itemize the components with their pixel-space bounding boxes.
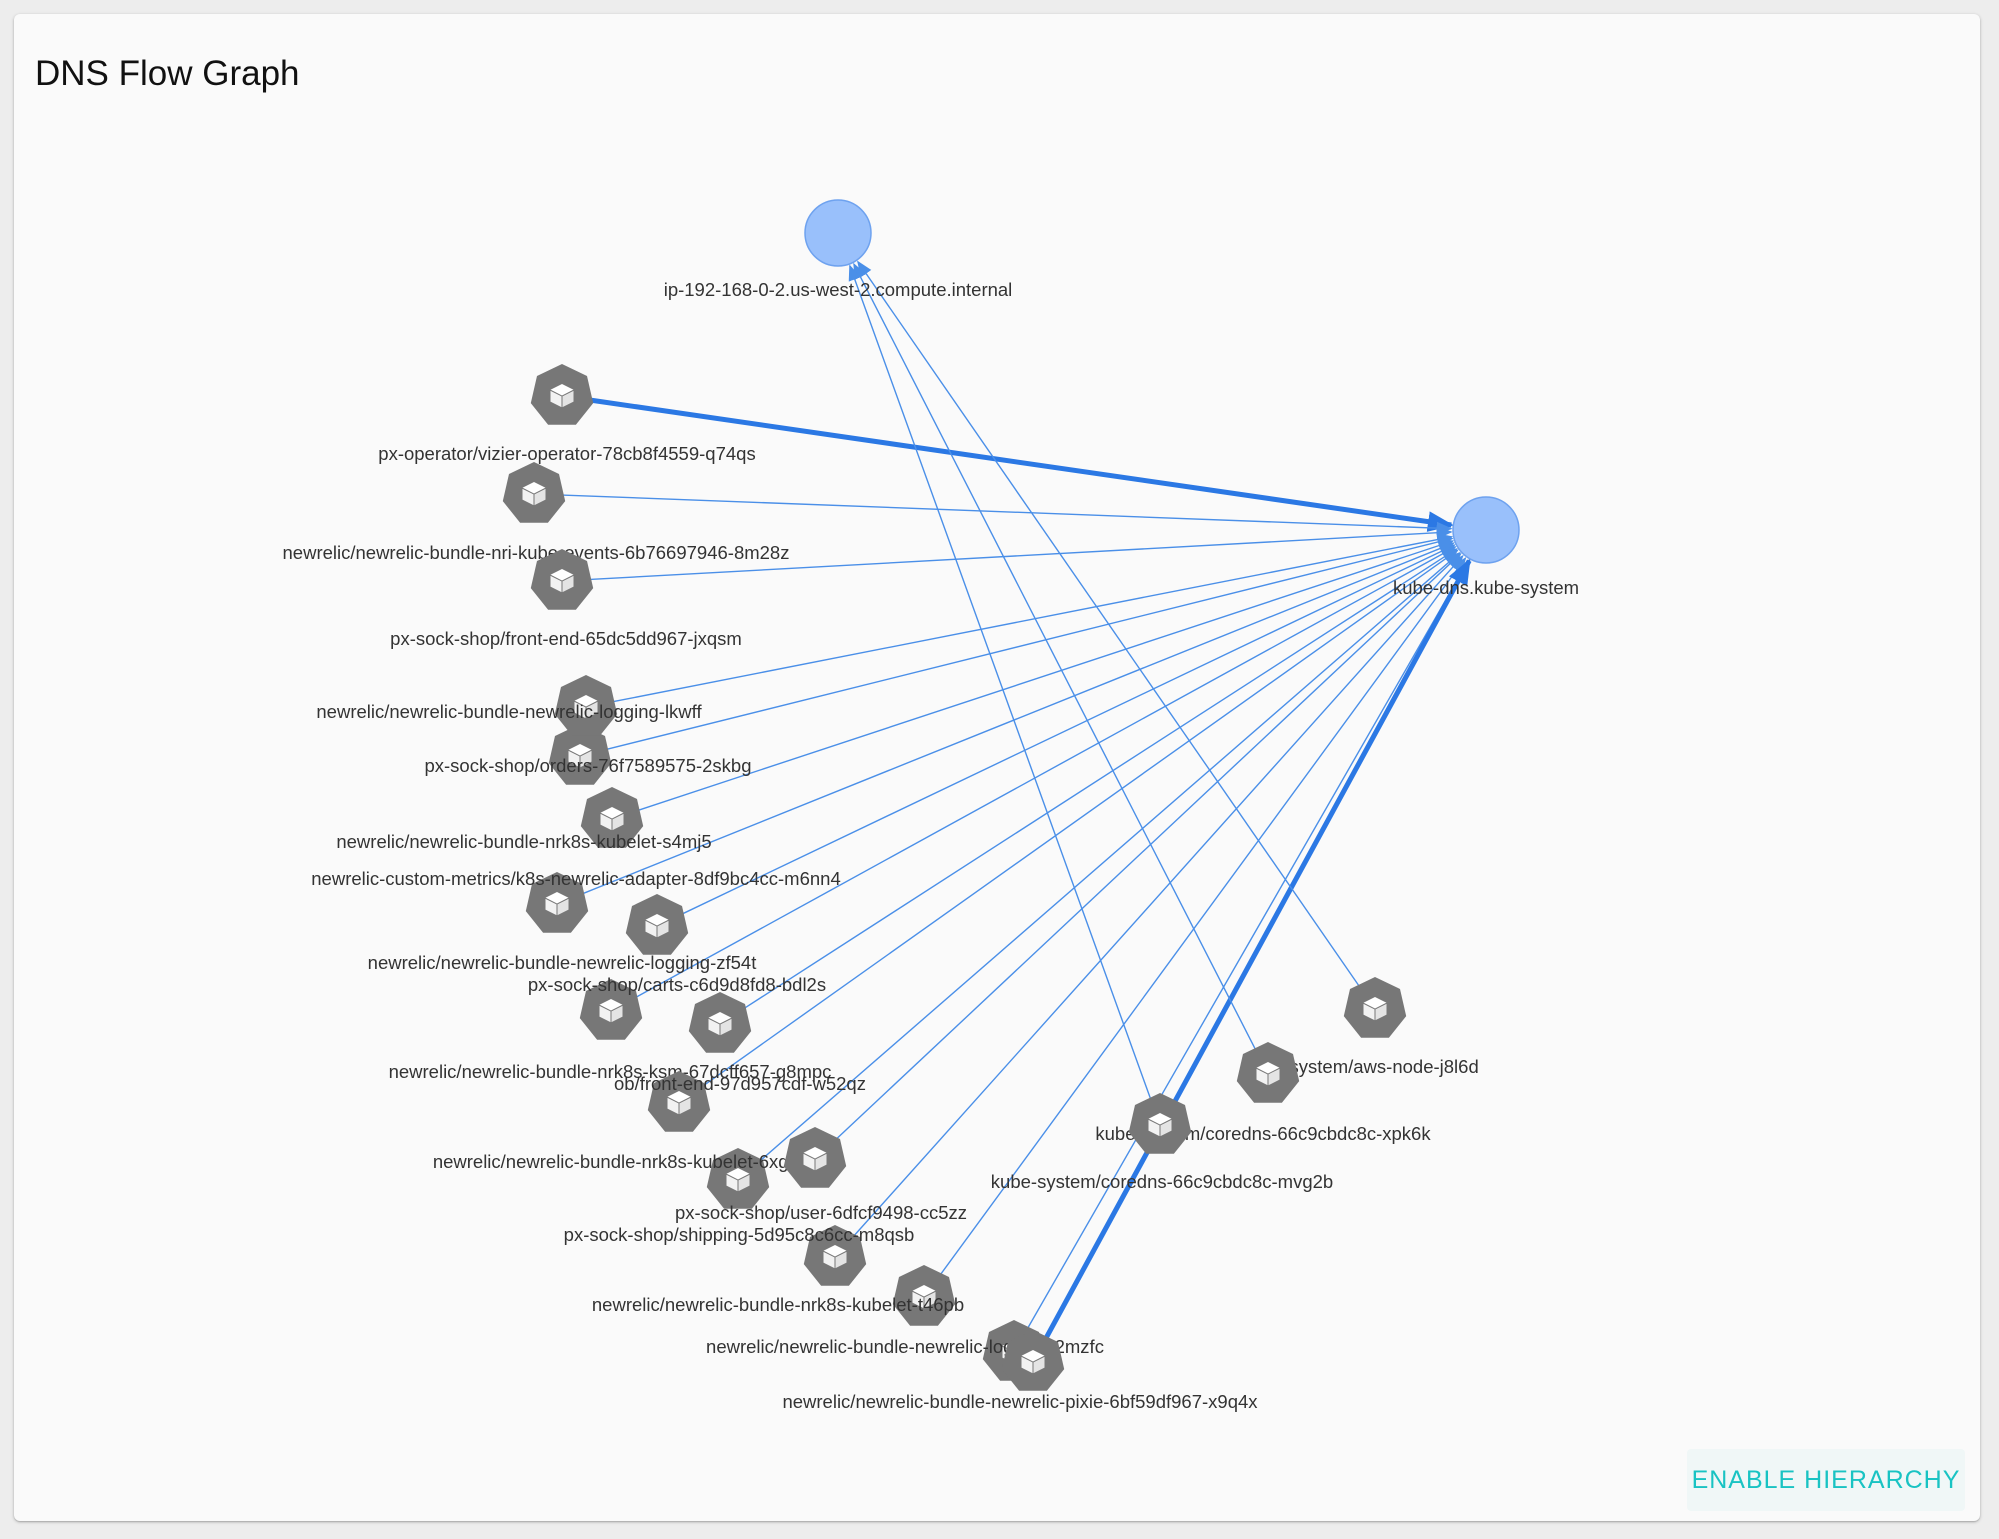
pod-node-label: px-sock-shop/orders-76f7589575-2skbg xyxy=(424,755,751,776)
pod-cube-icon xyxy=(802,1147,828,1172)
circle-node-icon xyxy=(804,199,872,267)
pod-node-label: kube-system/aws-node-j8l6d xyxy=(1243,1056,1478,1077)
pod-node-p4[interactable]: px-sock-shop/orders-76f7589575-2skbg xyxy=(424,724,752,785)
pod-node-label: px-sock-shop/front-end-65dc5dd967-jxqsm xyxy=(390,628,742,649)
pod-node-p11[interactable]: ob/front-end-97d957cdf-w52qz xyxy=(614,1071,866,1132)
pod-cube-icon xyxy=(549,384,575,409)
pod-node-p6[interactable]: newrelic/newrelic-bundle-nrk8s-kubelet-s… xyxy=(336,787,712,852)
pod-node-p13[interactable]: px-sock-shop/shipping-5d95c8c6cc-m8qsb xyxy=(564,1224,915,1286)
edge-p12-kdns[interactable] xyxy=(758,551,1461,1163)
pod-node-label: kube-system/coredns-66c9cbdc8c-mvg2b xyxy=(991,1171,1333,1192)
pod-cube-icon xyxy=(549,569,575,594)
edge-p17-kdns[interactable] xyxy=(1044,558,1472,1339)
edge-p10-kdns[interactable] xyxy=(743,548,1458,1010)
pod-node-p14[interactable]: px-sock-shop/user-6dfcf9498-cc5zz xyxy=(675,1127,967,1223)
service-node-label: ip-192-168-0-2.us-west-2.compute.interna… xyxy=(664,279,1013,300)
edge-p16-kdns[interactable] xyxy=(1027,558,1470,1329)
circle-node-icon xyxy=(1452,496,1520,564)
pod-node-label: newrelic/newrelic-bundle-newrelic-loggin… xyxy=(316,701,702,722)
edge-p5-kdns[interactable] xyxy=(613,533,1454,703)
pod-node-label: ob/front-end-97d957cdf-w52qz xyxy=(614,1073,866,1094)
pod-cube-icon xyxy=(1255,1062,1281,1087)
pod-node-label: newrelic/newrelic-bundle-nrk8s-kubelet-6… xyxy=(433,1151,809,1172)
edge-p13-kdns[interactable] xyxy=(853,554,1464,1237)
pod-node-p1[interactable]: px-operator/vizier-operator-78cb8f4559-q… xyxy=(378,364,756,464)
pod-cube-icon xyxy=(725,1168,751,1193)
pod-node-label: px-sock-shop/carts-c6d9d8fd8-bdl2s xyxy=(528,974,826,995)
edge-p2-kdns[interactable] xyxy=(561,494,1453,535)
edge-p14-kdns[interactable] xyxy=(834,552,1462,1141)
enable-hierarchy-button[interactable]: ENABLE HIERARCHY xyxy=(1687,1449,1965,1511)
pod-cube-icon xyxy=(598,999,624,1024)
pod-node-label: newrelic/newrelic-bundle-newrelic-pixie-… xyxy=(782,1391,1258,1412)
edge-p20-ip[interactable] xyxy=(848,264,1152,1099)
dns-flow-graph-canvas[interactable]: ip-192-168-0-2.us-west-2.compute.interna… xyxy=(14,14,1980,1521)
pod-cube-icon xyxy=(707,1012,733,1037)
pod-cube-icon xyxy=(666,1091,692,1116)
edge-p6-kdns[interactable] xyxy=(638,539,1455,811)
pod-node-p17[interactable]: newrelic/newrelic-bundle-newrelic-pixie-… xyxy=(782,1330,1258,1412)
edges-layer xyxy=(561,260,1472,1339)
pod-cube-icon xyxy=(521,482,547,507)
pod-cube-icon xyxy=(644,914,670,939)
pod-node-label: px-sock-shop/user-6dfcf9498-cc5zz xyxy=(675,1202,967,1223)
pod-node-label: px-operator/vizier-operator-78cb8f4559-q… xyxy=(378,443,755,464)
pod-cube-icon xyxy=(1020,1350,1046,1375)
pod-node-label: newrelic/newrelic-bundle-nrk8s-kubelet-s… xyxy=(336,831,711,852)
pod-cube-icon xyxy=(1147,1113,1173,1138)
service-node-kdns[interactable]: kube-dns.kube-system xyxy=(1393,496,1579,598)
pod-node-p18[interactable]: kube-system/aws-node-j8l6d xyxy=(1243,977,1479,1077)
pod-node-label: px-sock-shop/shipping-5d95c8c6cc-m8qsb xyxy=(564,1224,915,1245)
pod-node-label: newrelic/newrelic-bundle-nrk8s-ksm-67dcf… xyxy=(389,1061,832,1082)
pod-node-p10[interactable]: newrelic/newrelic-bundle-nrk8s-ksm-67dcf… xyxy=(389,992,832,1082)
pod-cube-icon xyxy=(573,695,599,720)
pod-node-p3[interactable]: px-sock-shop/front-end-65dc5dd967-jxqsm xyxy=(390,549,742,649)
pod-cube-icon xyxy=(822,1245,848,1270)
pod-cube-icon xyxy=(1362,997,1388,1022)
pod-node-p12[interactable]: newrelic/newrelic-bundle-nrk8s-kubelet-6… xyxy=(433,1148,809,1209)
edge-p4-kdns[interactable] xyxy=(606,535,1454,750)
pod-node-p20[interactable]: kube-system/coredns-66c9cbdc8c-mvg2b xyxy=(991,1093,1333,1192)
pod-cube-icon xyxy=(567,744,593,769)
pod-node-p7[interactable]: newrelic-custom-metrics/k8s-newrelic-ada… xyxy=(311,868,841,933)
page-title: DNS Flow Graph xyxy=(35,54,300,93)
pod-node-label: newrelic/newrelic-bundle-newrelic-loggin… xyxy=(706,1336,1104,1357)
pod-cube-icon xyxy=(599,807,625,832)
pod-node-p15[interactable]: newrelic/newrelic-bundle-nrk8s-kubelet-t… xyxy=(592,1265,964,1326)
edge-p19-ip[interactable] xyxy=(853,262,1256,1050)
pod-node-label: newrelic/newrelic-bundle-nrk8s-kubelet-t… xyxy=(592,1294,964,1315)
edge-p7-kdns[interactable] xyxy=(582,542,1456,895)
pod-node-p9[interactable]: px-sock-shop/carts-c6d9d8fd8-bdl2s xyxy=(528,974,826,1040)
dns-flow-graph-card: DNS Flow Graph ip-192-168-0-2.us-west-2.… xyxy=(14,14,1980,1521)
edge-p3-kdns[interactable] xyxy=(589,526,1453,581)
pod-cube-icon xyxy=(911,1285,937,1310)
pod-node-label: newrelic/newrelic-bundle-newrelic-loggin… xyxy=(368,952,757,973)
service-node-ip[interactable]: ip-192-168-0-2.us-west-2.compute.interna… xyxy=(664,199,1013,300)
pod-node-label: newrelic/newrelic-bundle-nri-kube-events… xyxy=(283,542,790,563)
edge-p18-ip[interactable] xyxy=(857,260,1360,987)
edge-p9-kdns[interactable] xyxy=(635,546,1457,999)
pod-node-p5[interactable]: newrelic/newrelic-bundle-newrelic-loggin… xyxy=(316,675,702,736)
edge-p8-kdns[interactable] xyxy=(681,544,1456,915)
service-node-label: kube-dns.kube-system xyxy=(1393,577,1579,598)
pod-node-label: newrelic-custom-metrics/k8s-newrelic-ada… xyxy=(311,868,841,889)
edge-p11-kdns[interactable] xyxy=(701,549,1459,1088)
edge-p15-kdns[interactable] xyxy=(939,556,1467,1275)
pod-cube-icon xyxy=(544,892,570,917)
pod-node-p8[interactable]: newrelic/newrelic-bundle-newrelic-loggin… xyxy=(368,894,757,973)
pod-node-p2[interactable]: newrelic/newrelic-bundle-nri-kube-events… xyxy=(283,462,790,563)
edge-p1-kdns[interactable] xyxy=(589,397,1454,532)
